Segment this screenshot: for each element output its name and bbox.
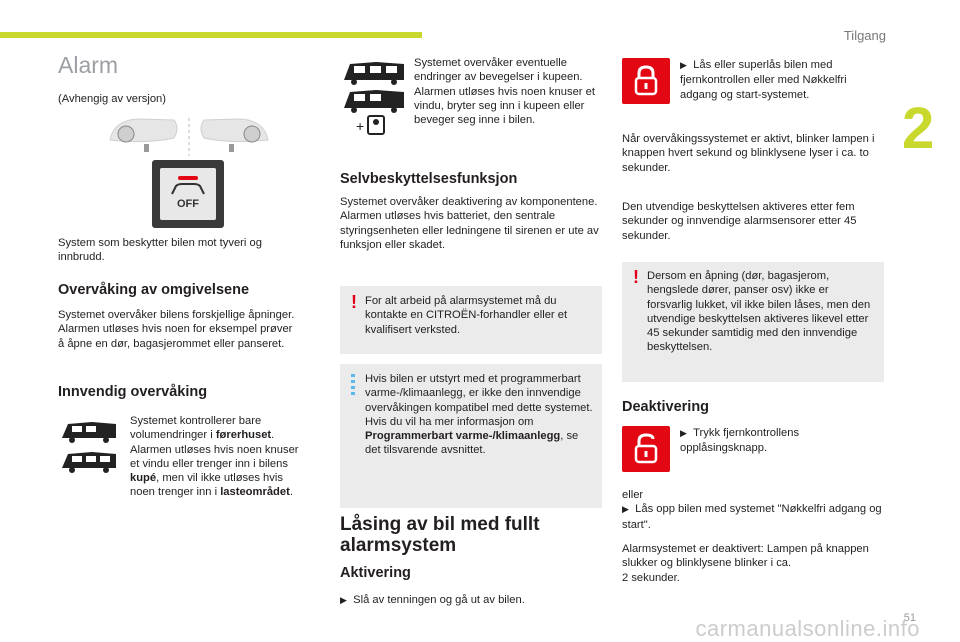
padlock-unlocked-icon (634, 433, 658, 464)
info-content: Hvis bilen er utstyrt med et programmerb… (351, 372, 593, 458)
van-volumetric-icon: + (344, 62, 404, 135)
warning-box-2: ! Dersom en åpning (dør, bagasjerom, hen… (622, 262, 884, 382)
warning-text: For alt arbeid på alarmsystemet må du ko… (365, 295, 568, 336)
watermark: carmanualsonline.info (695, 616, 920, 641)
van-interior-icon (62, 422, 116, 473)
info-icon (351, 374, 355, 398)
unlock-button-illustration (622, 426, 670, 472)
subtitle: (Avhengig av versjon) (58, 93, 166, 105)
heading-activation: Aktivering (340, 565, 411, 581)
svg-text:+: + (356, 118, 364, 134)
volumetric-text: Systemet overvåker eventuelle endringer … (414, 57, 595, 127)
bullet-icon: ▶ (622, 505, 629, 516)
lock-item-text: Lås eller superlås bilen med fjernkontro… (680, 59, 847, 101)
heading-self-protection: Selvbeskyttelsesfunksjon (340, 171, 518, 187)
page-title: Alarm (58, 52, 119, 78)
self-protection-p2: Alarmen utløses hvis batteriet, den sent… (340, 210, 599, 251)
warning-box: ! For alt arbeid på alarmsystemet må du … (340, 286, 602, 354)
padlock-locked-icon (634, 65, 658, 96)
activation-item: ▶ Slå av tenningen og gå ut av bilen. (340, 593, 602, 608)
lock-button-illustration (622, 58, 670, 104)
deactivated-p1: Alarmsystemet er deaktivert: Lampen på k… (622, 543, 869, 570)
info-p2-b: Programmerbart varme-/klimaanlegg (365, 430, 561, 443)
exterior-text: Systemet overvåker bilens forskjellige å… (58, 308, 300, 351)
bullet-icon: ▶ (680, 429, 687, 439)
warning-text-2: Dersom en åpning (dør, bagasjerom, hengs… (647, 270, 871, 354)
off-label: OFF (177, 198, 199, 210)
or-item-text: Lås opp bilen med systemet "Nøkkelfri ad… (622, 503, 882, 531)
interior-text-a: Systemet kontrollerer bare volumendringe… (130, 415, 262, 442)
interior-text-b: førerhuset (215, 429, 272, 442)
interior-text-e: , men vil ikke utløses hvis noen trenger… (130, 472, 283, 499)
info-box: Hvis bilen er utstyrt med et programmerb… (340, 364, 602, 508)
warning-content: ! For alt arbeid på alarmsystemet må du … (351, 293, 591, 337)
unlock-item: ▶ Trykk fjernkontrollens opplåsingsknapp… (680, 426, 860, 456)
deactivated-p2: 2 sekunder. (622, 571, 680, 584)
info-p2: Hvis du vil ha mer informasjon om Progra… (365, 415, 593, 458)
or-item: ▶ Lås opp bilen med systemet "Nøkkelfri … (622, 502, 884, 532)
car-front-icon (171, 183, 205, 195)
chapter-number: 2 (902, 96, 935, 161)
heading-locking: Låsing av bil med fullt alarmsystem (340, 514, 540, 556)
info-p2-a: Hvis du vil ha mer informasjon om (365, 415, 534, 428)
deactivated-text: Alarmsystemet er deaktivert: Lampen på k… (622, 542, 884, 585)
self-protection-text: Systemet overvåker deaktivering av kompo… (340, 195, 602, 252)
heading-exterior: Overvåking av omgivelsene (58, 282, 250, 298)
info-p1: Hvis bilen er utstyrt med et programmerb… (365, 373, 593, 414)
protection-delay-text: Den utvendige beskyttelsen aktiveres ett… (622, 201, 857, 242)
info-p2-c: , se det tilsvarende avsnittet. (365, 430, 579, 457)
bullet-icon: ▶ (680, 61, 687, 71)
or-text: eller (622, 489, 644, 501)
alarm-off-button-illustration: OFF (152, 160, 224, 228)
exterior-p2: Alarmen utløses hvis noen for eksempel p… (58, 323, 293, 350)
section-label: Tilgang (843, 28, 886, 43)
interior-text-g: . (289, 486, 293, 499)
active-text: Når overvåkingssystemet er aktivt, blink… (622, 133, 875, 174)
bullet-icon: ▶ (340, 596, 347, 606)
mirror-sensors-illustration (109, 118, 269, 156)
warning-content-2: ! Dersom en åpning (dør, bagasjerom, hen… (633, 268, 873, 355)
heading-interior: Innvendig overvåking (58, 384, 208, 400)
lock-item: ▶ Lås eller superlås bilen med fjernkont… (680, 58, 860, 102)
intro-text: System som beskytter bilen mot tyveri og… (58, 237, 262, 264)
self-protection-p1: Systemet overvåker deaktivering av kompo… (340, 196, 598, 208)
warning-icon: ! (351, 292, 357, 312)
interior-text-f: lasteområdet (220, 486, 290, 499)
warning-icon: ! (633, 267, 639, 287)
heading-deactivation: Deaktivering (622, 399, 710, 415)
header-accent-bar (0, 32, 422, 38)
indicator-lamp-icon (178, 176, 198, 180)
interior-text-c: . Alarmen utløses hvis noen knuser et vi… (130, 429, 299, 470)
interior-text: Systemet kontrollerer bare volumendringe… (130, 414, 304, 500)
activation-item-text: Slå av tenningen og gå ut av bilen. (353, 594, 525, 606)
page-number: 51 (903, 612, 916, 624)
or-block: eller ▶ Lås opp bilen med systemet "Nøkk… (622, 488, 884, 532)
unlock-item-text: Trykk fjernkontrollens opplåsingsknapp. (680, 427, 800, 455)
exterior-p1: Systemet overvåker bilens forskjellige å… (58, 309, 295, 321)
interior-text-d: kupé (130, 472, 157, 485)
